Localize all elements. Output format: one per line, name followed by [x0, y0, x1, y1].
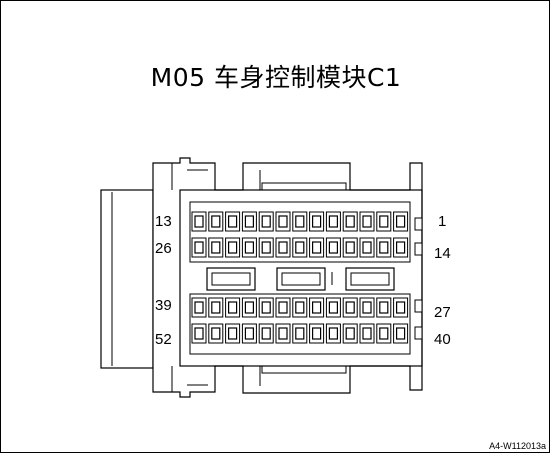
keying-slot-inner [350, 272, 390, 286]
pin-cavity-inner [278, 241, 288, 254]
pin-cavity-inner [211, 215, 221, 228]
pin-cavity-inner [396, 327, 406, 340]
pin-cavity-inner [362, 241, 372, 254]
pin-cavity-inner [295, 327, 305, 340]
housing-rib-bottom [261, 365, 347, 374]
pin-cavity-inner [278, 215, 288, 228]
pin-cavity-inner [328, 241, 338, 254]
pin-block-lower [189, 293, 411, 355]
pin-cavity-inner [244, 215, 254, 228]
pin-cavity-inner [244, 327, 254, 340]
pin-cavity-inner [312, 327, 322, 340]
pin-cavity-inner [261, 215, 271, 228]
pin-label-39: 39 [155, 297, 172, 314]
pin-cavity-inner [278, 327, 288, 340]
latch [414, 242, 423, 256]
pin-cavity-inner [228, 327, 238, 340]
pin-cavity-inner [244, 301, 254, 314]
pin-cavity-inner [244, 241, 254, 254]
pin-cavity-inner [228, 241, 238, 254]
pin-cavity-inner [396, 241, 406, 254]
latch [414, 217, 423, 231]
latch [414, 299, 423, 313]
pin-label-26: 26 [155, 240, 172, 257]
housing-rib-top [261, 182, 347, 191]
pin-cavity-inner [379, 301, 389, 314]
pin-cavity-inner [328, 327, 338, 340]
pin-cavity-inner [312, 241, 322, 254]
pin-label-52: 52 [155, 331, 172, 348]
pin-cavity-inner [396, 215, 406, 228]
pin-cavity-inner [379, 327, 389, 340]
pin-cavity-inner [396, 301, 406, 314]
pin-cavity-inner [261, 301, 271, 314]
latch [414, 326, 423, 340]
pin-cavity-inner [211, 241, 221, 254]
pin-cavity-inner [194, 241, 204, 254]
figure-code: A4-W112013a [489, 441, 546, 451]
pin-cavity-inner [211, 327, 221, 340]
pin-label-14: 14 [434, 245, 451, 262]
pin-cavity-inner [379, 215, 389, 228]
pin-label-13: 13 [155, 213, 172, 230]
connector-title: M05 车身控制模块C1 [150, 63, 402, 92]
pin-cavity-inner [345, 327, 355, 340]
pin-cavity-inner [194, 301, 204, 314]
pin-cavity-inner [228, 215, 238, 228]
pin-cavity-inner [295, 301, 305, 314]
plug-stub [100, 189, 154, 369]
pin-cavity-inner [362, 327, 372, 340]
pin-cavity-inner [312, 215, 322, 228]
pin-cavity-inner [228, 301, 238, 314]
keying-slot-inner [281, 272, 321, 286]
pin-cavity-inner [379, 241, 389, 254]
pin-cavity-inner [362, 215, 372, 228]
pin-cavity-inner [345, 215, 355, 228]
pin-label-40: 40 [434, 331, 451, 348]
pin-cavity-inner [278, 301, 288, 314]
keying-slot-inner [211, 272, 251, 286]
pin-cavity-inner [261, 241, 271, 254]
pin-cavity-inner [194, 215, 204, 228]
pin-cavity-inner [345, 301, 355, 314]
pin-cavity-inner [261, 327, 271, 340]
pin-cavity-inner [362, 301, 372, 314]
pin-label-1: 1 [438, 213, 447, 230]
pin-cavity-inner [345, 241, 355, 254]
pin-block-upper [189, 201, 411, 263]
pin-cavity-inner [328, 301, 338, 314]
pin-cavity-inner [211, 301, 221, 314]
pin-cavity-inner [194, 327, 204, 340]
pin-cavity-inner [295, 241, 305, 254]
pin-cavity-inner [328, 215, 338, 228]
pin-cavity-inner [312, 301, 322, 314]
pin-label-27: 27 [434, 304, 451, 321]
pin-cavity-inner [295, 215, 305, 228]
